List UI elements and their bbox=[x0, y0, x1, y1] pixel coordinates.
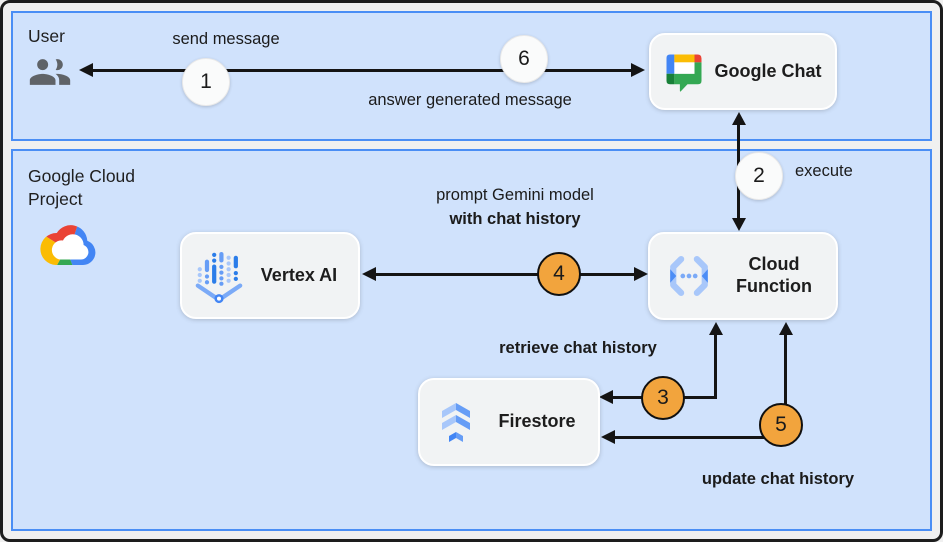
step-badge-6: 6 bbox=[500, 35, 548, 83]
arrowhead-to-vertex-ai bbox=[362, 267, 376, 281]
vertex-ai-icon bbox=[194, 247, 244, 305]
node-label-vertex-ai: Vertex AI bbox=[260, 264, 338, 285]
arrowhead-update-to-firestore bbox=[601, 430, 615, 444]
firestore-icon bbox=[432, 395, 480, 449]
arrowhead-to-cloud-function-down bbox=[732, 218, 746, 231]
gcp-label: Google Cloud Project bbox=[28, 166, 136, 209]
google-cloud-icon bbox=[36, 220, 100, 272]
step-number: 5 bbox=[775, 413, 787, 436]
arrowhead-to-cloud-function-right bbox=[634, 267, 648, 281]
node-label-google-chat: Google Chat bbox=[714, 60, 822, 81]
user-label: User bbox=[28, 26, 65, 46]
arrowhead-to-google-chat bbox=[631, 63, 645, 77]
user-group-icon bbox=[25, 50, 75, 94]
edge-update-vline bbox=[784, 333, 787, 438]
edge-label-send-message: send message bbox=[172, 30, 280, 48]
node-google-chat: Google Chat bbox=[649, 33, 837, 110]
step-badge-3: 3 bbox=[641, 376, 685, 420]
step-badge-5: 5 bbox=[759, 403, 803, 447]
step-number: 2 bbox=[753, 164, 765, 187]
step-badge-1: 1 bbox=[182, 58, 230, 106]
edge-update-hline bbox=[614, 435, 786, 439]
node-vertex-ai: Vertex AI bbox=[180, 232, 360, 319]
node-label-cloud-function: Cloud Function bbox=[736, 254, 812, 296]
edge-label-update-chat-history: update chat history bbox=[701, 470, 855, 488]
arrowhead-retrieve-to-cloud-function bbox=[709, 322, 723, 335]
edge-prompt-line bbox=[374, 272, 634, 276]
step-number: 6 bbox=[518, 47, 530, 70]
google-chat-icon bbox=[663, 50, 705, 94]
edge-label-retrieve-chat-history: retrieve chat history bbox=[499, 339, 657, 357]
node-label-firestore: Firestore bbox=[498, 411, 576, 432]
step-number: 1 bbox=[200, 70, 212, 93]
node-cloud-function: Cloud Function bbox=[648, 232, 838, 320]
edge-label-prompt-gemini-model: prompt Gemini model bbox=[436, 186, 594, 204]
edge-label-execute: execute bbox=[795, 162, 853, 180]
edge-label-answer-generated-message: answer generated message bbox=[368, 91, 572, 109]
arrowhead-to-google-chat-up bbox=[732, 112, 746, 125]
arrowhead-to-user bbox=[79, 63, 93, 77]
lane-google-cloud-project bbox=[11, 149, 932, 531]
cloud-function-icon bbox=[662, 249, 716, 303]
node-firestore: Firestore bbox=[418, 378, 600, 466]
edge-label-with-chat-history: with chat history bbox=[449, 210, 581, 228]
step-number: 4 bbox=[553, 262, 565, 285]
arrowhead-retrieve-to-firestore bbox=[599, 390, 613, 404]
arrowhead-update-to-cloud-function bbox=[779, 322, 793, 335]
step-badge-4: 4 bbox=[537, 252, 581, 296]
step-number: 3 bbox=[657, 386, 669, 409]
edge-retrieve-vline bbox=[714, 333, 717, 398]
edge-send-answer-line bbox=[91, 68, 633, 72]
step-badge-2: 2 bbox=[735, 152, 783, 200]
